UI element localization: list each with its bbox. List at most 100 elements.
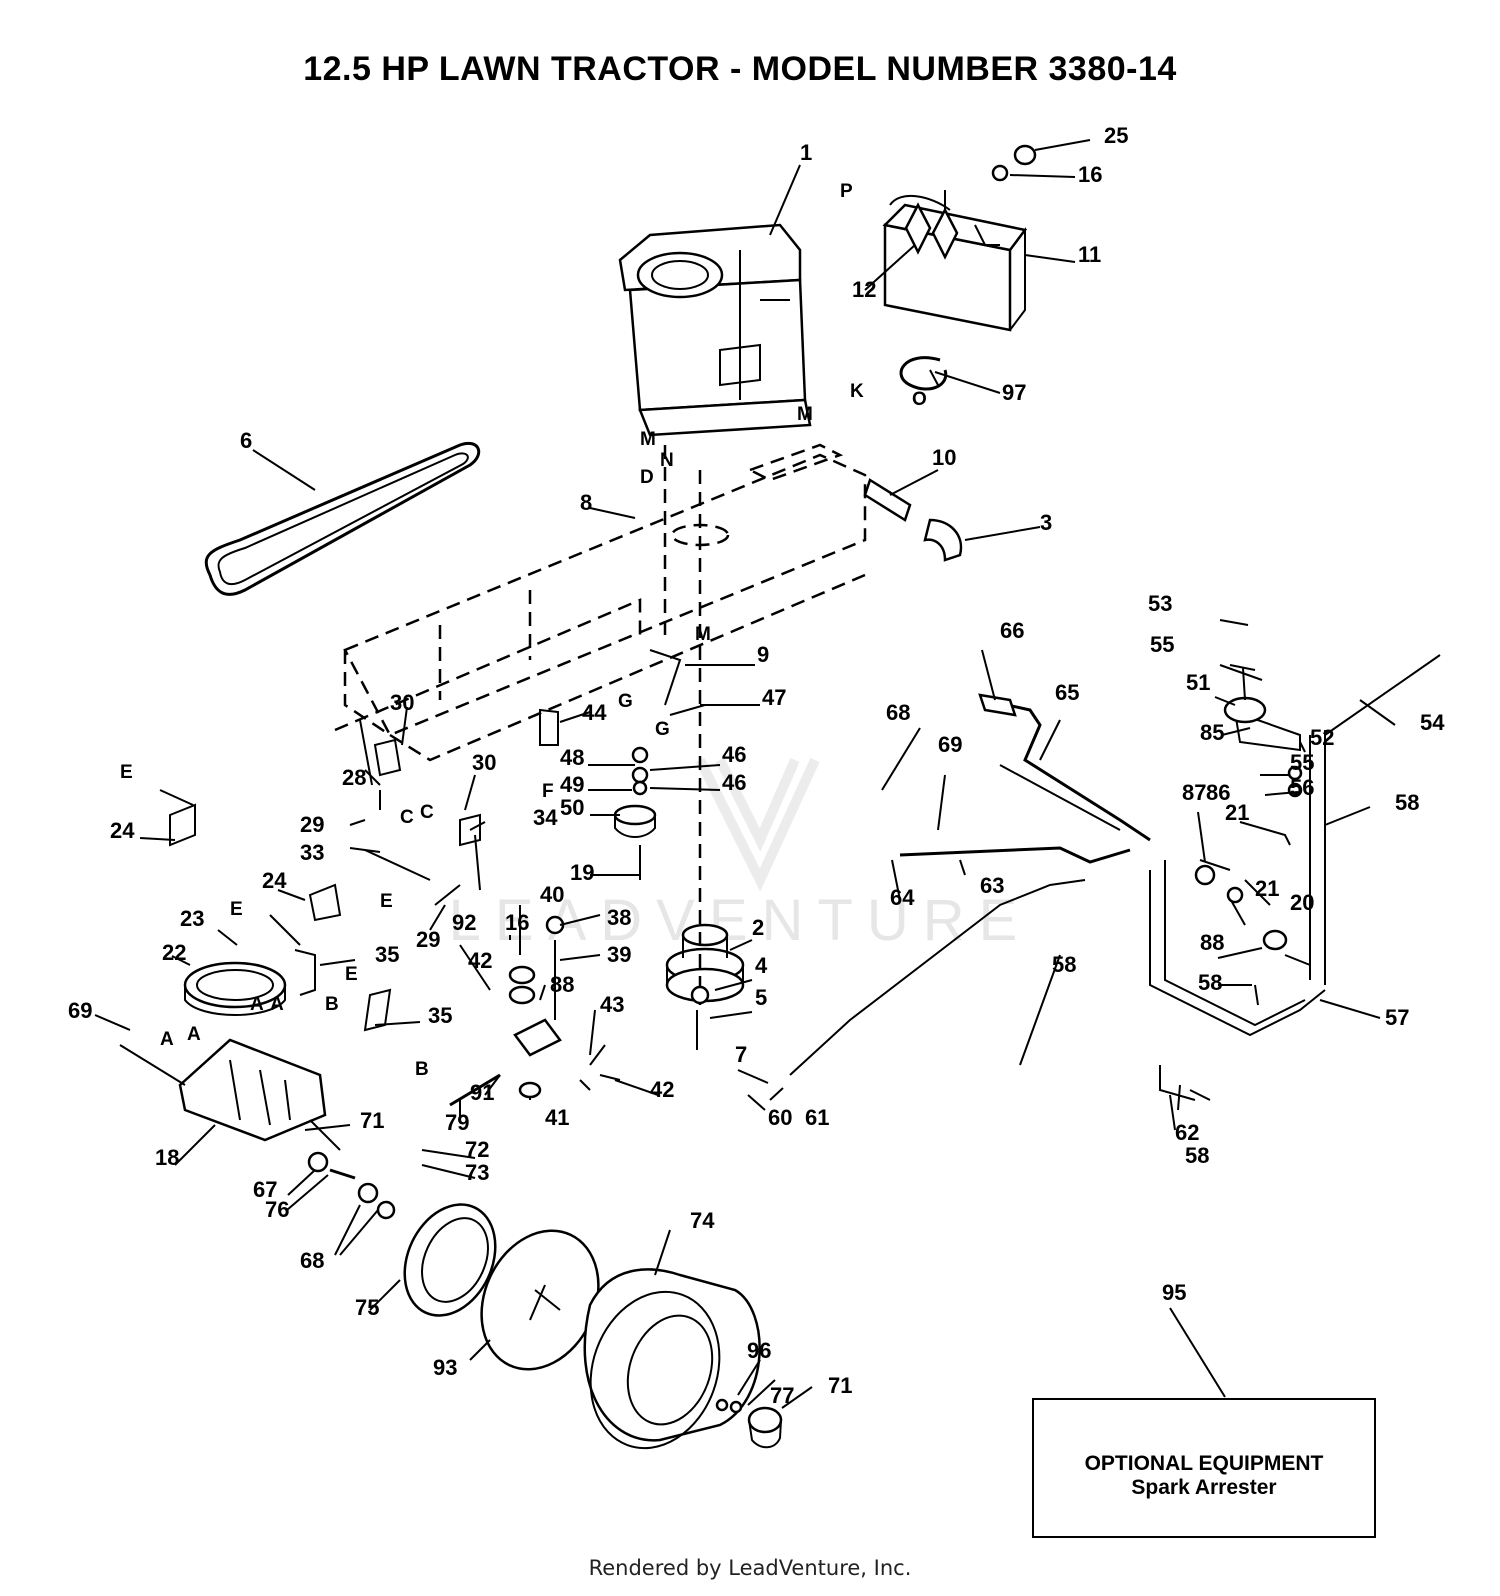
part-label-46: 46 [722, 742, 746, 767]
part-label-53: 53 [1148, 591, 1172, 616]
connector-letter-o: O [912, 389, 927, 410]
part-label-68: 68 [300, 1248, 324, 1273]
connector-letter-n: N [660, 450, 674, 471]
part-label-88: 88 [1200, 930, 1224, 955]
part-label-9: 9 [757, 642, 769, 667]
connector-letter-c: C [420, 802, 434, 823]
part-label-79: 79 [445, 1110, 469, 1135]
part-label-95: 95 [1162, 1280, 1186, 1305]
optional-equipment-subtitle: Spark Arrester [1131, 1476, 1277, 1499]
part-label-41: 41 [545, 1105, 569, 1130]
part-label-24: 24 [110, 818, 135, 843]
part-label-51: 51 [1186, 670, 1210, 695]
connector-letter-b: B [415, 1059, 429, 1080]
part-label-12: 12 [852, 277, 876, 302]
part-label-25: 25 [1104, 123, 1128, 148]
part-label-85: 85 [1200, 720, 1224, 745]
part-label-30: 30 [390, 690, 414, 715]
part-label-75: 75 [355, 1295, 379, 1320]
part-label-35: 35 [428, 1003, 452, 1028]
part-label-60: 60 [768, 1105, 792, 1130]
part-label-65: 65 [1055, 680, 1079, 705]
optional-equipment-title: OPTIONAL EQUIPMENT [1084, 1452, 1324, 1475]
connector-letter-b: B [325, 994, 339, 1015]
connector-letter-a: A [187, 1024, 201, 1045]
clutch-pedal-66 [978, 693, 1151, 842]
connector-letter-g: G [618, 691, 633, 712]
part-label-34: 34 [533, 805, 558, 830]
part-label-87: 87 [1182, 780, 1206, 805]
pulley-2 [665, 923, 745, 1003]
part-label-58: 58 [1185, 1143, 1209, 1168]
connector-letter-p: P [840, 181, 853, 202]
spark-arrester-ring [899, 356, 948, 391]
part-label-6: 6 [240, 428, 252, 453]
connector-letter-a: A [270, 994, 284, 1015]
part-label-61: 61 [805, 1105, 829, 1130]
rod-64 [899, 846, 1131, 864]
part-label-16: 16 [1078, 162, 1102, 187]
part-label-64: 64 [890, 885, 915, 910]
part-label-55: 55 [1150, 632, 1174, 657]
part-label-76: 76 [265, 1197, 289, 1222]
part-label-29: 29 [416, 927, 440, 952]
connector-letter-e: E [120, 762, 133, 783]
pulley-22 [183, 961, 287, 1016]
part-label-18: 18 [155, 1145, 179, 1170]
connector-letter-f: F [542, 781, 554, 802]
part-label-39: 39 [607, 942, 631, 967]
connector-letter-e: E [380, 891, 393, 912]
part-label-88: 88 [550, 972, 574, 997]
transaxle [119, 1038, 341, 1151]
connector-letter-m: M [640, 429, 656, 450]
part-label-52: 52 [1310, 725, 1334, 750]
page-title: 12.5 HP LAWN TRACTOR - MODEL NUMBER 3380… [303, 50, 1177, 88]
rod-60 [789, 879, 1086, 1076]
part-label-35: 35 [375, 942, 399, 967]
part-label-58: 58 [1395, 790, 1419, 815]
part-label-44: 44 [582, 700, 607, 725]
part-label-63: 63 [980, 873, 1004, 898]
part-label-40: 40 [540, 882, 564, 907]
part-label-92: 92 [452, 910, 476, 935]
part-label-33: 33 [300, 840, 324, 865]
part-label-71: 71 [360, 1108, 384, 1133]
part-label-54: 54 [1420, 710, 1445, 735]
wheel-cap-72 [747, 1406, 783, 1449]
part-label-69: 69 [938, 732, 962, 757]
connector-letter-a: A [250, 994, 264, 1015]
connector-letter-e: E [345, 964, 358, 985]
part-label-74: 74 [690, 1208, 715, 1233]
part-label-58: 58 [1198, 970, 1222, 995]
part-label-49: 49 [560, 772, 584, 797]
part-label-43: 43 [600, 992, 624, 1017]
part-label-42: 42 [650, 1077, 674, 1102]
part-label-97: 97 [1002, 380, 1026, 405]
footer-credit: Rendered by LeadVenture, Inc. [588, 1556, 912, 1580]
part-label-46: 46 [722, 770, 746, 795]
part-label-2: 2 [752, 915, 764, 940]
connector-letter-g: G [655, 719, 670, 740]
watermark-text: LEADVENTURE [449, 888, 1032, 953]
part-label-50: 50 [560, 795, 584, 820]
connector-letter-e: E [230, 899, 243, 920]
part-label-20: 20 [1290, 890, 1314, 915]
connector-letter-m: M [695, 624, 711, 645]
part-label-11: 11 [1078, 242, 1101, 267]
part-label-42: 42 [468, 948, 492, 973]
part-label-28: 28 [342, 765, 366, 790]
part-label-1: 1 [800, 140, 812, 165]
part-label-4: 4 [755, 953, 768, 978]
part-label-73: 73 [465, 1160, 489, 1185]
wheel-rim-76 [403, 1203, 497, 1317]
brake-rod-57 [1149, 730, 1326, 1037]
connector-letter-c: C [400, 807, 414, 828]
optional-equipment-box: OPTIONAL EQUIPMENT Spark Arrester [1032, 1398, 1376, 1538]
part-label-68: 68 [886, 700, 910, 725]
engine [618, 223, 812, 437]
connector-letter-a: A [160, 1029, 174, 1050]
connector-letter-d: D [640, 467, 654, 488]
part-label-77: 77 [770, 1383, 794, 1408]
part-label-48: 48 [560, 745, 584, 770]
